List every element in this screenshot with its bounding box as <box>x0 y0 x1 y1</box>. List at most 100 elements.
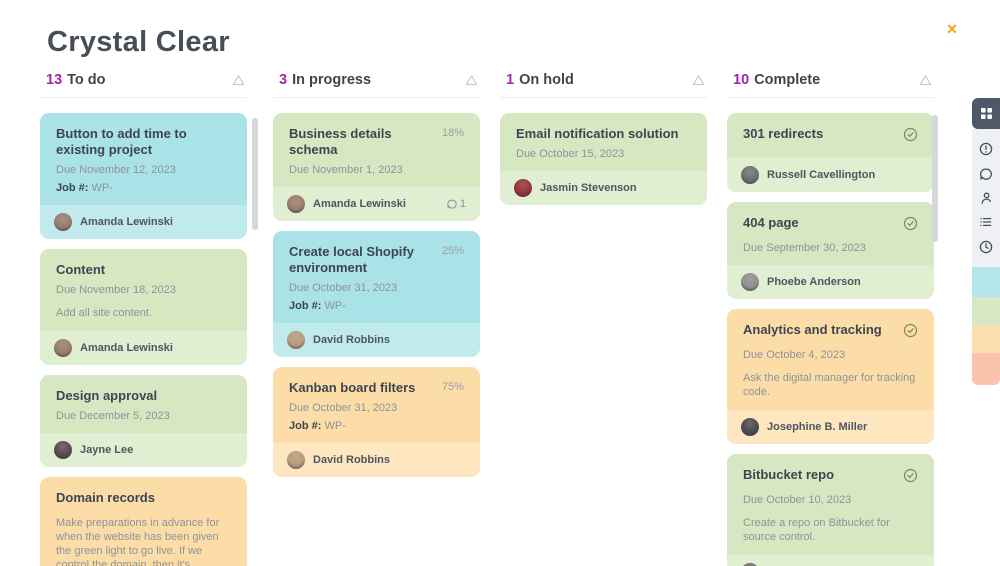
alert-circle-icon[interactable] <box>979 142 993 156</box>
assignee-name: Amanda Lewinski <box>313 198 406 210</box>
card-title: Bitbucket repo <box>743 467 835 482</box>
avatar <box>741 273 759 291</box>
card-title: Button to add time to existing project <box>56 126 187 157</box>
card-progress: 75% <box>441 381 464 393</box>
assignee-name: Phoebe Anderson <box>767 276 861 288</box>
triangle-icon[interactable] <box>465 74 478 86</box>
card-title: Email notification solution <box>516 126 679 141</box>
card-due-date: Due November 12, 2023 <box>56 164 176 176</box>
sidebar-tools <box>972 129 1000 267</box>
user-icon[interactable] <box>979 191 993 205</box>
assignee-name: Josephine B. Miller <box>767 421 868 433</box>
assignee-name: Jasmin Stevenson <box>540 182 637 194</box>
column-divider <box>727 97 934 98</box>
column-label: On hold <box>519 72 574 88</box>
card-job-number: Job #: WP- <box>56 182 113 194</box>
avatar <box>287 451 305 469</box>
card-footer: Jasmin Stevenson <box>500 171 707 205</box>
column-scrollbar[interactable] <box>252 118 258 230</box>
card-due-date: Due October 4, 2023 <box>743 349 846 361</box>
card-title: Kanban board filters <box>289 380 416 395</box>
card-due-date: Due October 31, 2023 <box>289 282 398 294</box>
triangle-icon[interactable] <box>919 74 932 86</box>
column-scrollbar[interactable] <box>932 115 938 242</box>
card-title: Design approval <box>56 388 158 403</box>
card-due-date: Due November 1, 2023 <box>289 164 403 176</box>
avatar <box>54 213 72 231</box>
card-due-date: Due October 10, 2023 <box>743 494 852 506</box>
assignee-name: David Robbins <box>313 334 391 346</box>
column-count: 13 <box>46 72 63 88</box>
card-title: Analytics and tracking <box>743 322 882 337</box>
triangle-icon[interactable] <box>692 74 705 86</box>
card-description: Ask the digital manager for tracking cod… <box>743 372 916 398</box>
task-card[interactable]: Create local Shopify environment 25% Due O… <box>273 231 480 357</box>
check-circle-icon <box>903 215 918 236</box>
card-progress: 25% <box>441 245 464 257</box>
column-count: 10 <box>733 72 750 88</box>
card-title: Business details schema <box>289 126 392 157</box>
card-description: Make preparations in advance for when th… <box>56 517 220 566</box>
color-swatch-orange[interactable] <box>972 325 1000 353</box>
card-footer: David Robbins <box>273 323 480 357</box>
column-divider <box>273 97 480 98</box>
avatar <box>741 418 759 436</box>
card-title: 404 page <box>743 215 799 230</box>
card-footer: Jayne Lee <box>40 433 247 467</box>
column-divider <box>500 97 707 98</box>
avatar <box>287 195 305 213</box>
assignee-name: David Robbins <box>313 454 391 466</box>
avatar <box>741 563 759 566</box>
avatar <box>54 441 72 459</box>
card-due-date: Due October 15, 2023 <box>516 148 625 160</box>
column-label: To do <box>67 72 106 88</box>
comment-count[interactable]: 1 <box>446 198 466 210</box>
card-footer: David Robbins <box>273 443 480 477</box>
card-due-date: Due September 30, 2023 <box>743 242 866 254</box>
avatar <box>741 166 759 184</box>
column-count: 1 <box>506 72 515 88</box>
list-icon[interactable] <box>979 215 993 229</box>
color-swatch-salmon[interactable] <box>972 353 1000 385</box>
check-circle-icon <box>903 126 918 147</box>
close-icon[interactable]: ✕ <box>941 18 963 40</box>
card-due-date: Due November 18, 2023 <box>56 284 176 296</box>
card-footer: Russell Cavellington <box>727 555 934 566</box>
task-card[interactable]: Kanban board filters 75% Due October 31, 2… <box>273 367 480 477</box>
column-label: Complete <box>754 72 821 88</box>
card-title: Create local Shopify environment <box>289 244 414 275</box>
clock-icon[interactable] <box>979 240 993 254</box>
card-title: 301 redirects <box>743 126 824 141</box>
avatar <box>54 339 72 357</box>
card-due-date: Due October 31, 2023 <box>289 402 398 414</box>
assignee-name: Russell Cavellington <box>767 169 876 181</box>
sidebar-grid-button[interactable] <box>972 98 1000 129</box>
color-swatch-green[interactable] <box>972 297 1000 325</box>
triangle-icon[interactable] <box>232 74 245 86</box>
color-swatch-cyan[interactable] <box>972 267 1000 297</box>
column-label: In progress <box>292 72 372 88</box>
assignee-name: Amanda Lewinski <box>80 342 173 354</box>
chat-icon[interactable] <box>979 167 993 181</box>
card-description: Create a repo on Bitbucket for source co… <box>743 517 890 543</box>
